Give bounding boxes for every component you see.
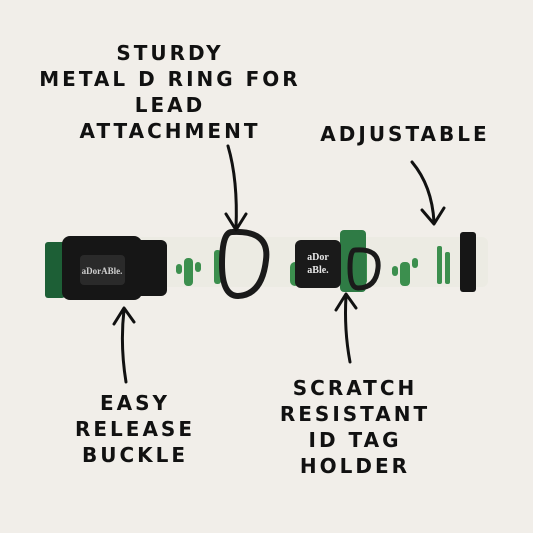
d-ring	[218, 228, 270, 300]
label-buckle: EASY RELEASE BUCKLE	[60, 390, 210, 468]
buckle-logo: aDorABle.	[82, 266, 123, 276]
label-line: STURDY	[116, 41, 224, 65]
strap-keeper	[340, 230, 366, 292]
label-line: ID TAG	[308, 428, 402, 452]
label-line: LEAD	[134, 93, 206, 117]
label-d-ring: STURDY METAL D RING FOR LEAD ATTACHMENT	[20, 40, 320, 144]
id-tag-holder	[295, 240, 341, 288]
label-line: EASY	[99, 391, 171, 415]
arrow-adjustable	[410, 160, 446, 226]
arrows	[112, 144, 446, 384]
label-line: ADJUSTABLE	[320, 122, 490, 146]
arrow-tag	[334, 292, 358, 364]
tag-d-ring	[347, 247, 381, 291]
arrow-d-ring	[224, 144, 248, 232]
tag-line1: aDor	[307, 252, 329, 263]
label-id-tag: SCRATCH RESISTANT ID TAG HOLDER	[270, 375, 440, 479]
buckle	[45, 236, 167, 300]
arrow-buckle	[112, 306, 136, 384]
label-line: ATTACHMENT	[79, 119, 261, 143]
label-adjustable: ADJUSTABLE	[305, 121, 505, 147]
label-line: RELEASE	[74, 417, 195, 441]
label-line: BUCKLE	[81, 443, 189, 467]
label-line: RESISTANT	[279, 402, 431, 426]
adjuster-slider	[460, 232, 476, 292]
tag-line2: aBle.	[307, 265, 329, 276]
label-line: HOLDER	[299, 454, 411, 478]
label-line: SCRATCH	[292, 376, 418, 400]
label-line: METAL D RING FOR	[39, 67, 301, 91]
